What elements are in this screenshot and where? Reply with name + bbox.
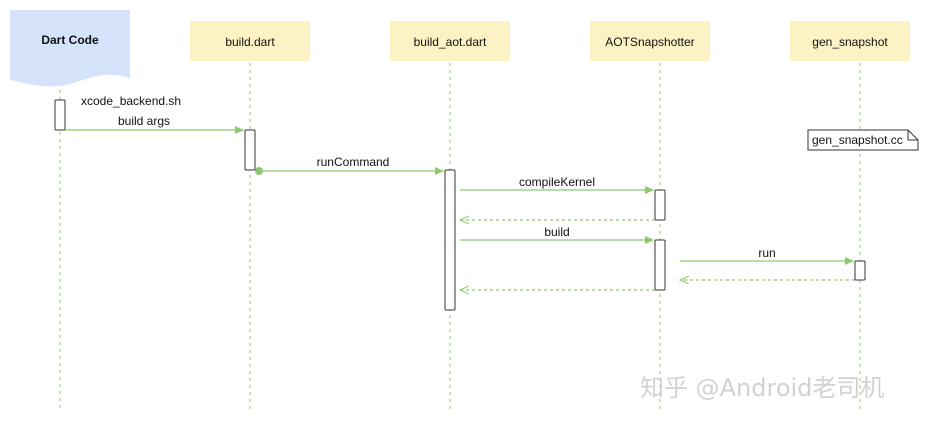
message-label: runCommand [317,155,390,169]
participant-aot-snapshotter: AOTSnapshotter [590,21,710,61]
document-shape [10,10,130,87]
participant-label: Dart Code [41,33,99,47]
note-fold [907,130,918,141]
participant-label: AOTSnapshotter [605,35,694,49]
participant-label: build_aot.dart [414,35,487,49]
activation-aot-build [654,239,666,291]
message-label: run [758,246,775,260]
lifelines [59,63,861,412]
note-gen-snapshot-cc: gen_snapshot.cc [807,129,919,151]
watermark-text: 知乎 @Android老司机 [640,374,884,402]
message-label: compileKernel [519,175,595,189]
note-label: gen_snapshot.cc [812,133,903,147]
participant-label: gen_snapshot [812,35,888,49]
participant-label: build.dart [225,35,275,49]
participant-dart-code: Dart Code [10,10,130,87]
message-label: build args [118,114,170,128]
message-run: run [680,246,854,265]
activation-dart-code [54,99,66,131]
message-build-args: build args [65,114,244,134]
message-label: build [544,225,569,239]
message-compile-kernel: compileKernel [460,175,654,194]
activation-gen-snapshot [854,260,866,281]
participant-box [190,21,310,61]
participant-gen-snapshot: gen_snapshot [790,21,910,61]
message-run-command: runCommand [255,155,444,175]
participant-build-dart: build.dart [190,21,310,61]
participant-box [390,21,510,61]
participant-build-aot: build_aot.dart [390,21,510,61]
activations [54,99,866,311]
participant-box [590,21,710,61]
activation-build-dart [244,129,256,171]
activation-aot-compile [654,189,666,221]
message-build: build [460,225,654,244]
activation-build-aot [444,169,456,311]
participant-box [790,21,910,61]
note-shape [807,129,919,151]
message-label-xcode-backend: xcode_backend.sh [81,94,181,108]
